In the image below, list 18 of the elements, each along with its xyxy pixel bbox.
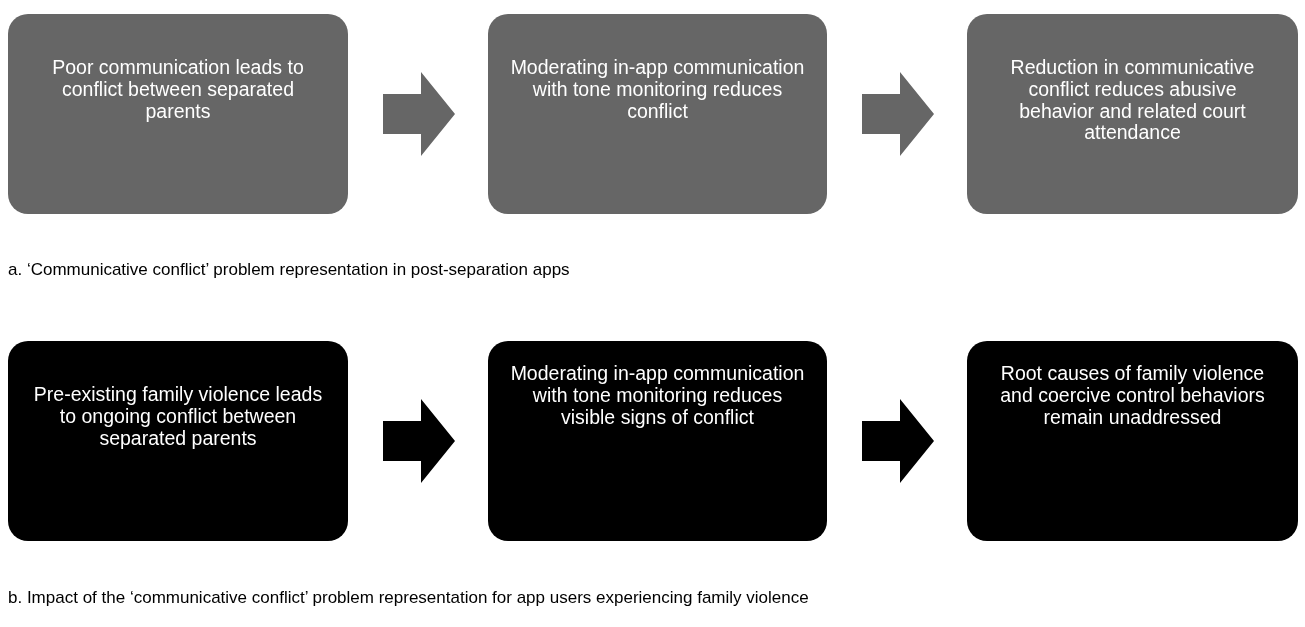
box-text: Moderating in-app communication with tone monitoring reduces visible signs of conflict — [510, 363, 805, 429]
block-arrow — [862, 399, 934, 483]
block-arrow — [383, 399, 455, 483]
box-text: Reduction in communicative conflict reduces abusive behavior and related court attendance — [1009, 57, 1256, 145]
process-box — [488, 341, 827, 541]
box-text: Root causes of family violence and coercive control behaviors remain unaddressed — [999, 363, 1266, 429]
box-text: Pre-existing family violence leads to ongoing conflict between separated parents — [32, 384, 324, 450]
box-text: Moderating in-app communication with tone monitoring reduces conflict — [510, 57, 805, 123]
process-box — [8, 341, 348, 541]
process-box — [8, 14, 348, 214]
process-box — [967, 341, 1298, 541]
figure-caption: a. ‘Communicative conflict’ problem representation in post-separation apps — [8, 260, 570, 280]
process-box — [488, 14, 827, 214]
block-arrow — [862, 72, 934, 156]
figure-caption: b. Impact of the ‘communicative conflict’ problem representation for app users experiencing family violence — [8, 588, 809, 608]
block-arrow — [383, 72, 455, 156]
process-box — [967, 14, 1298, 214]
box-text: Poor communication leads to conflict between separated parents — [51, 57, 305, 123]
